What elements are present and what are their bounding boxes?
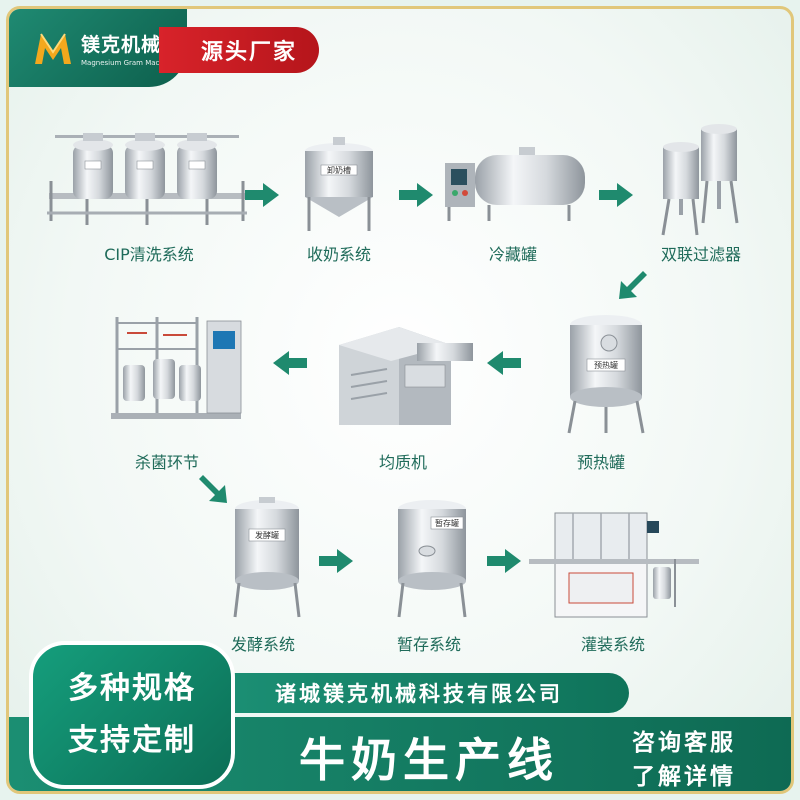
step-label-preheat: 预热罐 xyxy=(576,453,626,472)
step-label-cold-storage: 冷藏罐 xyxy=(488,245,538,264)
fermentation-tank-illustration: 发酵罐 xyxy=(233,497,301,618)
flow-arrow-right-icon xyxy=(487,549,521,573)
milk-receiving-illustration: 卸奶槽 xyxy=(305,137,373,231)
duplex-filter-illustration xyxy=(661,124,739,236)
step-label-filter: 双联过滤器 xyxy=(660,245,742,264)
flow-arrow-right-icon xyxy=(399,183,433,207)
cip-system-illustration xyxy=(47,133,247,225)
company-name: 诸城镁克机械科技有限公司 xyxy=(209,673,629,713)
flow-arrow-down-left-icon xyxy=(619,271,647,299)
spec-badge: 多种规格 支持定制 xyxy=(29,641,235,789)
flow-arrow-right-icon xyxy=(599,183,633,207)
m-logo-icon xyxy=(31,26,75,70)
preheat-tank-illustration: 预热罐 xyxy=(567,315,645,434)
tank-plate-receive: 卸奶槽 xyxy=(327,165,351,175)
step-label-storage: 暂存系统 xyxy=(396,635,462,654)
storage-tank-illustration: 暂存罐 xyxy=(397,500,467,618)
brand-subtitle: Magnesium Gram Machinery xyxy=(81,58,182,67)
cold-storage-tank-illustration xyxy=(445,147,585,221)
factory-badge: 源头厂家 xyxy=(159,27,319,73)
step-label-sterilization: 杀菌环节 xyxy=(134,453,200,472)
poster-frame: 镁克机械 Magnesium Gram Machinery 源头厂家 xyxy=(6,6,794,794)
step-label-fermentation: 发酵系统 xyxy=(230,635,296,654)
step-label-receive: 收奶系统 xyxy=(306,245,372,264)
brand-logo: 镁克机械 Magnesium Gram Machinery xyxy=(9,9,187,87)
consult-cta[interactable]: 咨询客服 了解详情 xyxy=(609,725,759,791)
flow-arrow-left-icon xyxy=(487,351,521,375)
tank-plate-ferment: 发酵罐 xyxy=(255,530,279,540)
step-label-cip: CIP清洗系统 xyxy=(104,245,194,264)
flow-arrow-left-icon xyxy=(273,351,307,375)
consult-line-2: 了解详情 xyxy=(632,764,736,790)
homogenizer-illustration xyxy=(339,327,473,425)
brand-name: 镁克机械 xyxy=(81,33,162,56)
spec-line-1: 多种规格 xyxy=(68,671,196,706)
sterilization-illustration xyxy=(111,317,242,419)
spec-line-2: 支持定制 xyxy=(68,723,196,758)
tank-plate-storage: 暂存罐 xyxy=(435,518,459,528)
filling-machine-illustration xyxy=(529,512,699,618)
consult-line-1: 咨询客服 xyxy=(632,730,736,756)
step-label-homogenizer: 均质机 xyxy=(378,453,428,472)
product-title: 牛奶生产线 xyxy=(299,733,559,787)
flow-arrow-down-right-icon xyxy=(199,475,227,503)
step-label-filling: 灌装系统 xyxy=(580,635,646,654)
tank-plate-preheat: 预热罐 xyxy=(594,360,618,370)
flow-arrow-right-icon xyxy=(245,183,279,207)
flow-arrow-right-icon xyxy=(319,549,353,573)
